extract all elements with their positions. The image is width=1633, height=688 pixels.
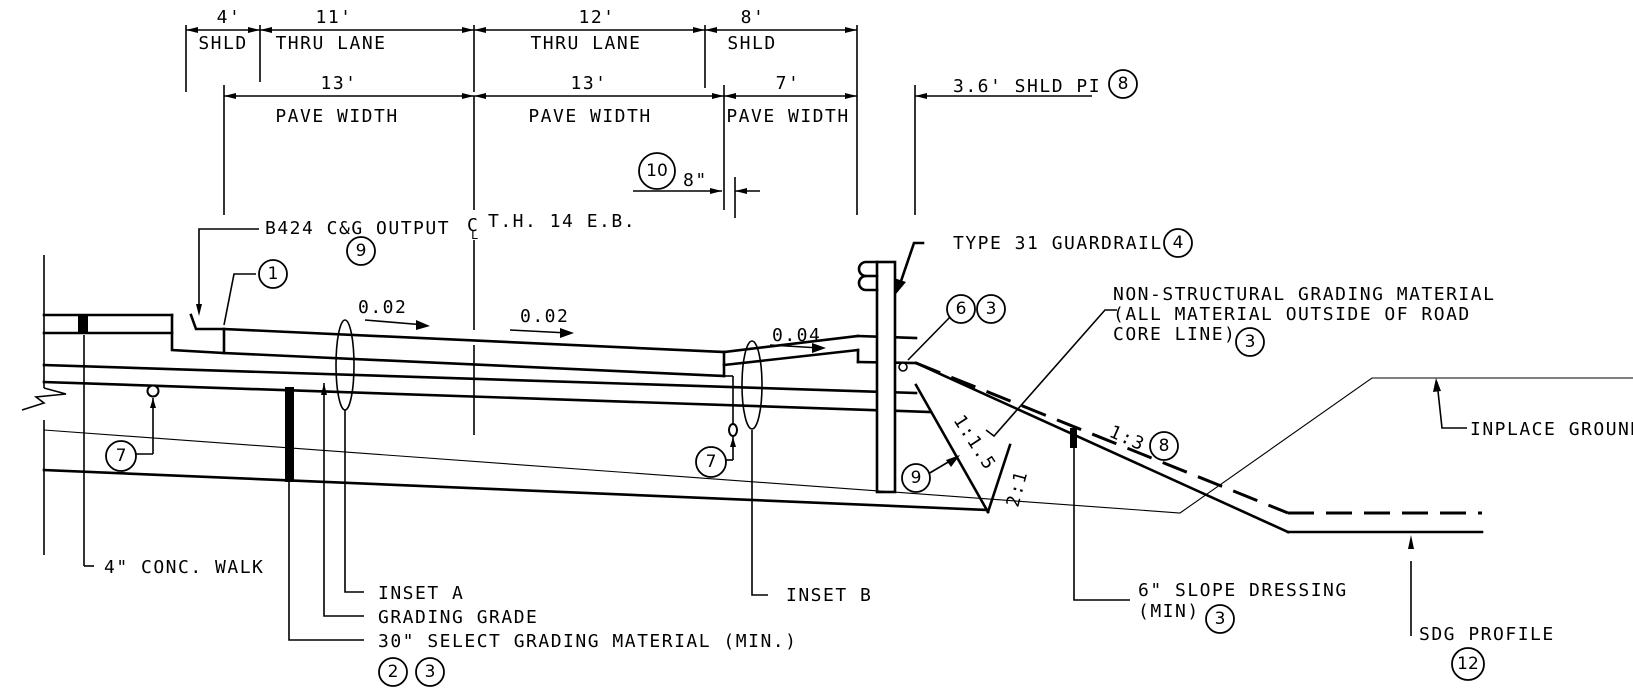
dim-pave-7-value: 7' bbox=[776, 73, 801, 94]
callout-8b: 8 bbox=[1149, 431, 1179, 461]
svg-text:7: 7 bbox=[116, 446, 127, 466]
svg-text:9: 9 bbox=[911, 468, 922, 488]
svg-text:6: 6 bbox=[956, 299, 967, 319]
label-cg-output: B424 C&G OUTPUT bbox=[265, 218, 450, 239]
dim-pave-7-label: PAVE WIDTH bbox=[726, 106, 849, 127]
road-section-structure bbox=[21, 241, 1633, 555]
dim-pave-13b-label: PAVE WIDTH bbox=[528, 106, 651, 127]
dim-lane-12-value: 12' bbox=[578, 7, 615, 28]
svg-text:8: 8 bbox=[1118, 74, 1129, 94]
leader-lines bbox=[83, 228, 1467, 641]
svg-text:4: 4 bbox=[1173, 233, 1184, 253]
callout-7a: 7 bbox=[105, 440, 137, 472]
svg-text:3: 3 bbox=[986, 299, 997, 319]
centerline: C L T.H. 14 E.B. bbox=[467, 96, 636, 435]
label-guardrail: TYPE 31 GUARDRAIL bbox=[953, 233, 1163, 254]
label-inset-b: INSET B bbox=[786, 585, 872, 606]
dim-eight-inch: 8" bbox=[683, 170, 708, 191]
dim-shld-8-value: 8' bbox=[741, 7, 766, 28]
label-grading-grade: GRADING GRADE bbox=[378, 607, 538, 628]
numbered-callouts: 1 9 10 8 4 6 3 3 8 7 7 9 2 3 3 12 bbox=[105, 69, 1485, 687]
dim-lane-11-value: 11' bbox=[315, 7, 352, 28]
slope-1-1-5: 1:1.5 bbox=[949, 411, 1000, 474]
callout-3c: 3 bbox=[415, 657, 445, 687]
callout-2: 2 bbox=[378, 657, 408, 687]
callout-9a: 9 bbox=[346, 236, 376, 266]
slope-002-a: 0.02 bbox=[358, 297, 407, 318]
label-nsgm-line-3: CORE LINE) bbox=[1113, 324, 1236, 345]
dim-shld-4-value: 4' bbox=[217, 7, 242, 28]
svg-text:2: 2 bbox=[388, 662, 399, 682]
svg-text:3: 3 bbox=[425, 662, 436, 682]
svg-text:8: 8 bbox=[1159, 436, 1170, 456]
top-dimension-texts: 4' SHLD 11' THRU LANE 12' THRU LANE 8' S… bbox=[198, 7, 1101, 191]
callout-9b: 9 bbox=[901, 463, 931, 493]
callout-8a: 8 bbox=[1108, 69, 1138, 99]
callout-7b: 7 bbox=[695, 446, 727, 478]
label-slope-dressing-2: (MIN) bbox=[1138, 601, 1200, 622]
dim-lane-11-label: THRU LANE bbox=[275, 33, 386, 54]
centerline-symbol: C bbox=[467, 215, 479, 236]
label-conc-walk: 4" CONC. WALK bbox=[104, 557, 264, 578]
svg-text:7: 7 bbox=[706, 452, 717, 472]
slope-004: 0.04 bbox=[772, 325, 821, 346]
callout-3d: 3 bbox=[1205, 604, 1235, 634]
svg-text:1: 1 bbox=[268, 264, 279, 284]
dim-lane-12-label: THRU LANE bbox=[530, 33, 641, 54]
slope-002-b: 0.02 bbox=[520, 306, 569, 327]
svg-text:3: 3 bbox=[1245, 332, 1256, 352]
dim-shld-pi: 3.6' SHLD PI bbox=[953, 76, 1101, 97]
callout-6: 6 bbox=[946, 294, 976, 324]
dim-shld-4-label: SHLD bbox=[198, 33, 247, 54]
svg-text:3: 3 bbox=[1215, 609, 1226, 629]
callout-1: 1 bbox=[258, 259, 288, 289]
label-select-grading: 30" SELECT GRADING MATERIAL (MIN.) bbox=[378, 631, 797, 652]
label-inplace-ground: INPLACE GROUND bbox=[1470, 419, 1633, 440]
callout-3a: 3 bbox=[976, 294, 1006, 324]
slope-arrows: 0.02 0.02 0.04 1:1.5 1:3 2:1 bbox=[358, 297, 1148, 509]
label-sdg-profile: SDG PROFILE bbox=[1419, 624, 1555, 645]
svg-text:10: 10 bbox=[646, 161, 668, 181]
callout-4: 4 bbox=[1163, 228, 1193, 258]
label-nsgm-line-2: (ALL MATERIAL OUTSIDE OF ROAD bbox=[1113, 304, 1471, 325]
label-inset-a: INSET A bbox=[378, 583, 464, 604]
slope-1-3: 1:3 bbox=[1106, 421, 1148, 455]
label-nsgm-line-1: NON-STRUCTURAL GRADING MATERIAL bbox=[1113, 284, 1495, 305]
dim-pave-13a-value: 13' bbox=[320, 73, 357, 94]
dim-shld-8-label: SHLD bbox=[727, 33, 776, 54]
callout-12: 12 bbox=[1451, 647, 1485, 681]
svg-text:9: 9 bbox=[356, 241, 367, 261]
top-dimension-lines bbox=[185, 25, 1092, 218]
slope-2-1: 2:1 bbox=[1003, 468, 1033, 509]
road-name: T.H. 14 E.B. bbox=[488, 211, 636, 232]
annotation-labels: B424 C&G OUTPUT TYPE 31 GUARDRAIL NON-ST… bbox=[104, 218, 1633, 652]
dim-pave-13b-value: 13' bbox=[570, 73, 607, 94]
svg-text:12: 12 bbox=[1457, 654, 1479, 674]
label-slope-dressing-1: 6" SLOPE DRESSING bbox=[1138, 580, 1348, 601]
callout-3b: 3 bbox=[1235, 327, 1265, 357]
centerline-sub: L bbox=[471, 228, 479, 242]
dim-pave-13a-label: PAVE WIDTH bbox=[275, 106, 398, 127]
callout-10: 10 bbox=[638, 152, 676, 190]
